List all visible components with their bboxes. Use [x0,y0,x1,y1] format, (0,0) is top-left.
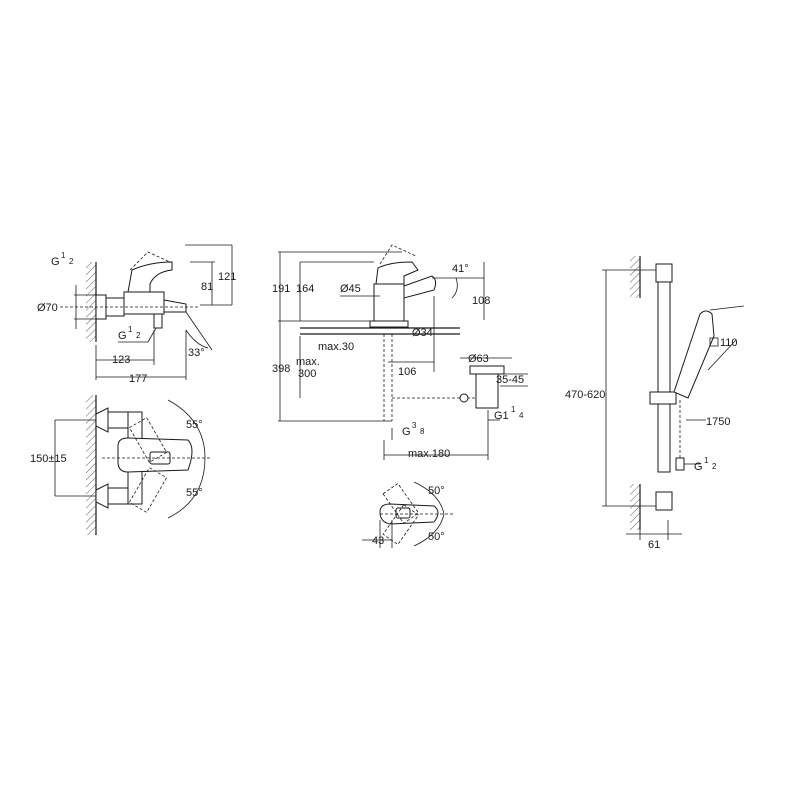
basin-108-label: 108 [472,295,490,307]
bath-g-top-sub: 2 [69,257,74,266]
bath-55-top-label: 55° [186,419,203,431]
shower-set-drawing [602,256,745,540]
basin-g38-sup: 3 [412,421,417,430]
basin-g114-sub: 4 [519,411,524,420]
basin-g38-label: G [402,426,411,438]
basin-mixer-top-view [362,481,454,548]
basin-max300-b-label: 300 [298,368,316,380]
basin-mixer-top-labels: 50° 43 50° [372,485,445,547]
bath-81-label: 81 [201,281,213,293]
shower-g12-sup: 1 [704,456,709,465]
bath-mixer-labels: G 1 2 Ø70 G 1 2 121 81 123 177 33° [37,251,236,385]
shower-g12-sub: 2 [712,462,717,471]
shower-61-label: 61 [648,539,660,551]
bath-33-label: 33° [188,347,205,359]
bath-g-top-label: G [51,256,60,268]
shower-1750-label: 1750 [706,416,730,428]
bath-g-bottom-sub: 2 [136,331,141,340]
bath-mixer-front-view [54,395,210,535]
basin-d34-label: Ø34 [412,327,433,339]
bath-mixer-front-labels: 150±15 55° 55° [30,419,203,499]
bath-55-bottom-label: 55° [186,487,203,499]
bath-121-label: 121 [218,271,236,283]
basin-max300-a-label: max. [296,356,320,368]
basin-mixer-side-view [278,244,528,460]
shower-set-labels: 110 470-620 1750 G 1 2 61 [565,337,738,551]
bath-mixer-side-view [60,244,233,380]
bath-g-bottom-sup: 1 [128,325,133,334]
bath-g-bottom-label: G [118,330,127,342]
shower-110-label: 110 [720,337,738,349]
basin-d63-label: Ø63 [468,353,489,365]
basin-50-bottom-label: 50° [428,531,445,543]
basin-mixer-labels: 191 164 Ø45 41° 108 max.30 Ø34 398 max. … [272,263,524,460]
basin-191-label: 191 [272,283,290,295]
bath-g-top-sup: 1 [61,251,66,260]
shower-g12-label: G [694,461,703,473]
basin-g114-sup: 1 [511,405,516,414]
basin-106-label: 106 [398,366,416,378]
basin-g114-label: G1 [494,410,509,422]
basin-max30-label: max.30 [318,341,354,353]
basin-43-label: 43 [372,535,384,547]
bath-150-label: 150±15 [30,453,67,465]
basin-3545-label: 35-45 [496,374,524,386]
basin-max180-label: max.180 [408,448,450,460]
bath-177-label: 177 [129,373,147,385]
basin-41-label: 41° [452,263,469,275]
bath-d70-label: Ø70 [37,302,58,314]
basin-g38-sub: 8 [420,427,425,436]
bath-123-label: 123 [112,354,130,366]
basin-50-top-label: 50° [428,485,445,497]
basin-d45-label: Ø45 [340,283,361,295]
basin-164-label: 164 [296,283,314,295]
basin-398-label: 398 [272,363,290,375]
shower-470620-label: 470-620 [565,389,605,401]
